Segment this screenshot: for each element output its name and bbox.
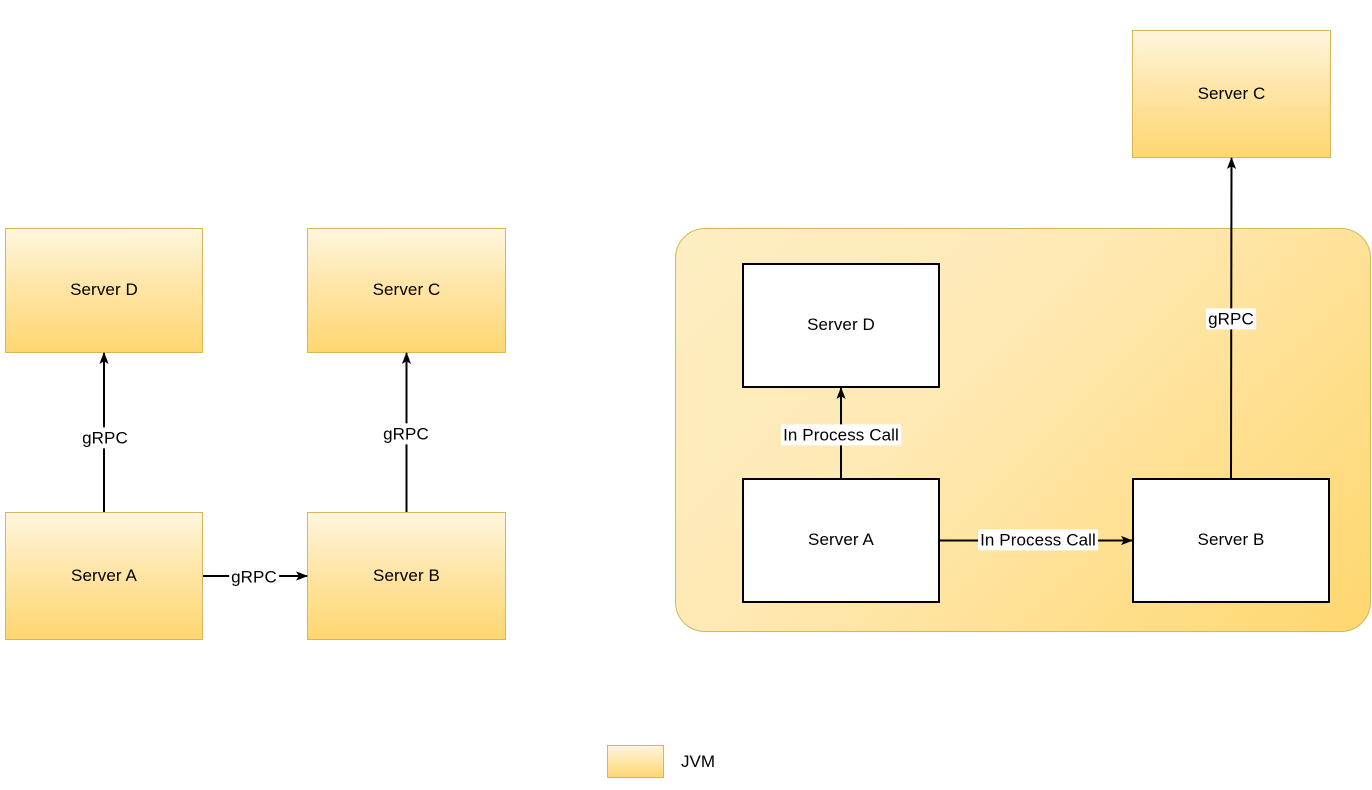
node-left-server-d[interactable]: Server D xyxy=(5,228,203,353)
node-label: Server A xyxy=(71,565,137,585)
node-label: Server D xyxy=(807,315,875,335)
legend-label-jvm: JVM xyxy=(681,752,715,771)
legend-color-swatch xyxy=(607,745,664,778)
node-label: Server B xyxy=(373,565,440,585)
node-label: Server C xyxy=(1197,83,1266,103)
edge-label-right-b-to-c: gRPC xyxy=(1206,308,1256,330)
node-label: Server C xyxy=(372,280,441,300)
node-label: Server A xyxy=(808,530,874,550)
node-left-server-b[interactable]: Server B xyxy=(307,512,506,640)
edge-label-left-a-to-d: gRPC xyxy=(80,427,130,449)
node-right-server-a[interactable]: Server A xyxy=(742,478,940,603)
node-left-server-c[interactable]: Server C xyxy=(307,228,506,353)
edge-label-left-b-to-c: gRPC xyxy=(381,423,431,445)
edge-label-left-a-to-b: gRPC xyxy=(229,566,279,588)
node-label: Server D xyxy=(70,280,138,300)
edge-label-right-a-to-d: In Process Call xyxy=(781,424,901,446)
node-label: Server B xyxy=(1197,530,1265,550)
node-left-server-a[interactable]: Server A xyxy=(5,512,203,640)
node-right-server-d[interactable]: Server D xyxy=(742,263,940,388)
node-right-server-c[interactable]: Server C xyxy=(1132,30,1331,158)
node-right-server-b[interactable]: Server B xyxy=(1132,478,1330,603)
edge-label-right-a-to-b: In Process Call xyxy=(978,529,1098,551)
